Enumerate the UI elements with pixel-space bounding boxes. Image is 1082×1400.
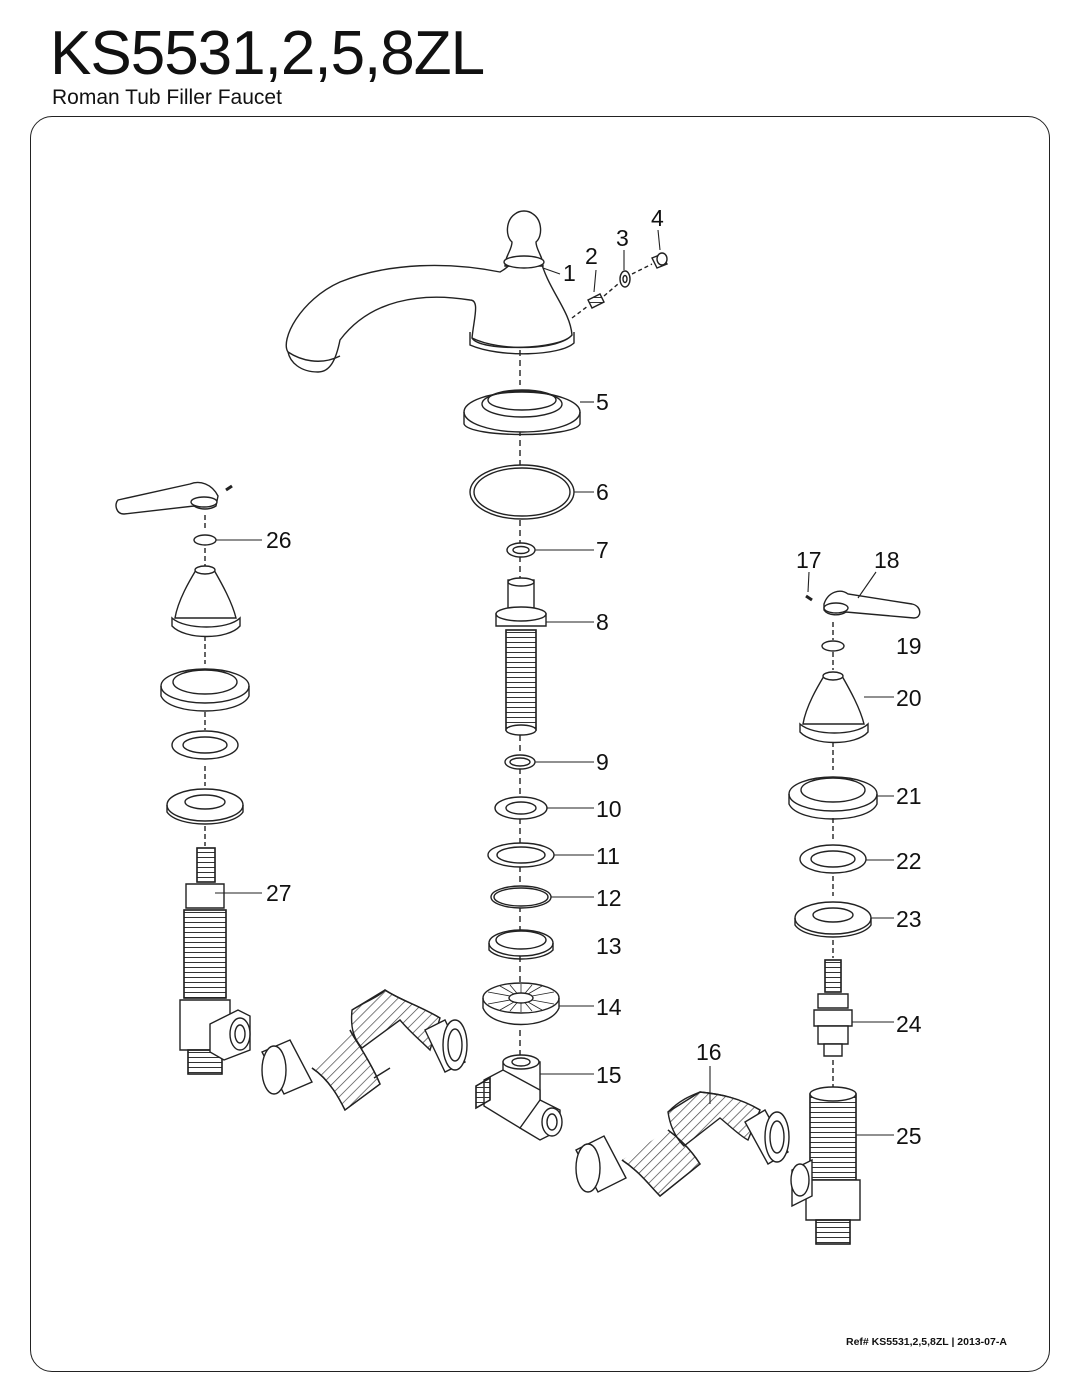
callout-6: 6 bbox=[596, 479, 609, 505]
washer-part-13 bbox=[488, 929, 554, 960]
callout-7: 7 bbox=[596, 537, 609, 563]
callout-14: 14 bbox=[596, 994, 622, 1020]
set-screw-part-2 bbox=[587, 293, 605, 309]
flange-part-21 bbox=[788, 776, 878, 820]
cartridge-part-24 bbox=[813, 959, 853, 1057]
washer-part-23 bbox=[794, 901, 872, 938]
o-ring-part-12 bbox=[490, 885, 552, 909]
callout-18: 18 bbox=[874, 547, 900, 573]
callout-20: 20 bbox=[896, 685, 922, 711]
callout-21: 21 bbox=[896, 783, 922, 809]
callout-9: 9 bbox=[596, 749, 609, 775]
callout-4: 4 bbox=[651, 205, 664, 231]
callout-10: 10 bbox=[596, 796, 622, 822]
washer-left-b bbox=[166, 788, 244, 825]
callout-24: 24 bbox=[896, 1011, 922, 1037]
tee-fitting-part-15 bbox=[475, 1054, 563, 1141]
washer-part-10 bbox=[494, 796, 548, 820]
handle-cap-left bbox=[171, 565, 241, 638]
o-ring-part-19 bbox=[821, 640, 845, 652]
callout-8: 8 bbox=[596, 609, 609, 635]
o-ring-part-9 bbox=[504, 754, 536, 770]
valve-body-part-27 bbox=[179, 847, 251, 1075]
callout-2: 2 bbox=[585, 243, 598, 269]
flange-left bbox=[160, 668, 250, 712]
callout-15: 15 bbox=[596, 1062, 622, 1088]
callout-16: 16 bbox=[696, 1039, 722, 1065]
callout-22: 22 bbox=[896, 848, 922, 874]
cap-part-4 bbox=[651, 252, 668, 269]
callout-13: 13 bbox=[596, 933, 622, 959]
callout-5: 5 bbox=[596, 389, 609, 415]
callout-17: 17 bbox=[796, 547, 822, 573]
flange-part-5 bbox=[463, 389, 581, 436]
handle-cap-part-20 bbox=[799, 671, 869, 744]
spout-part-1 bbox=[285, 210, 575, 373]
lever-handle-part-18 bbox=[823, 590, 921, 619]
supply-hose-part-16 bbox=[575, 1091, 790, 1197]
valve-body-part-25 bbox=[790, 1086, 861, 1245]
lever-handle-left bbox=[115, 481, 233, 515]
diagram-frame bbox=[30, 116, 1050, 1372]
o-ring-part-6 bbox=[469, 464, 575, 520]
callout-27: 27 bbox=[266, 880, 292, 906]
supply-hose-left bbox=[261, 989, 468, 1112]
callout-25: 25 bbox=[896, 1123, 922, 1149]
product-name: Roman Tub Filler Faucet bbox=[52, 86, 282, 109]
o-ring-part-26 bbox=[193, 534, 217, 546]
o-ring-part-7 bbox=[506, 542, 536, 558]
reference-number: Ref# KS5531,2,5,8ZL | 2013-07-A bbox=[846, 1336, 1007, 1348]
washer-part-22 bbox=[799, 844, 867, 874]
washer-part-3 bbox=[619, 270, 631, 288]
washer-part-11 bbox=[487, 842, 555, 868]
callout-1: 1 bbox=[563, 260, 576, 286]
callout-23: 23 bbox=[896, 906, 922, 932]
model-number: KS5531,2,5,8ZL bbox=[50, 19, 485, 88]
callout-11: 11 bbox=[596, 843, 620, 869]
callout-26: 26 bbox=[266, 527, 292, 553]
washer-left-a bbox=[171, 730, 239, 760]
callout-3: 3 bbox=[616, 225, 629, 251]
callout-12: 12 bbox=[596, 885, 622, 911]
callout-19: 19 bbox=[896, 633, 922, 659]
set-screw-part-17 bbox=[805, 594, 813, 602]
mounting-nut-part-14 bbox=[482, 982, 560, 1026]
spout-shank-part-8 bbox=[495, 577, 547, 736]
